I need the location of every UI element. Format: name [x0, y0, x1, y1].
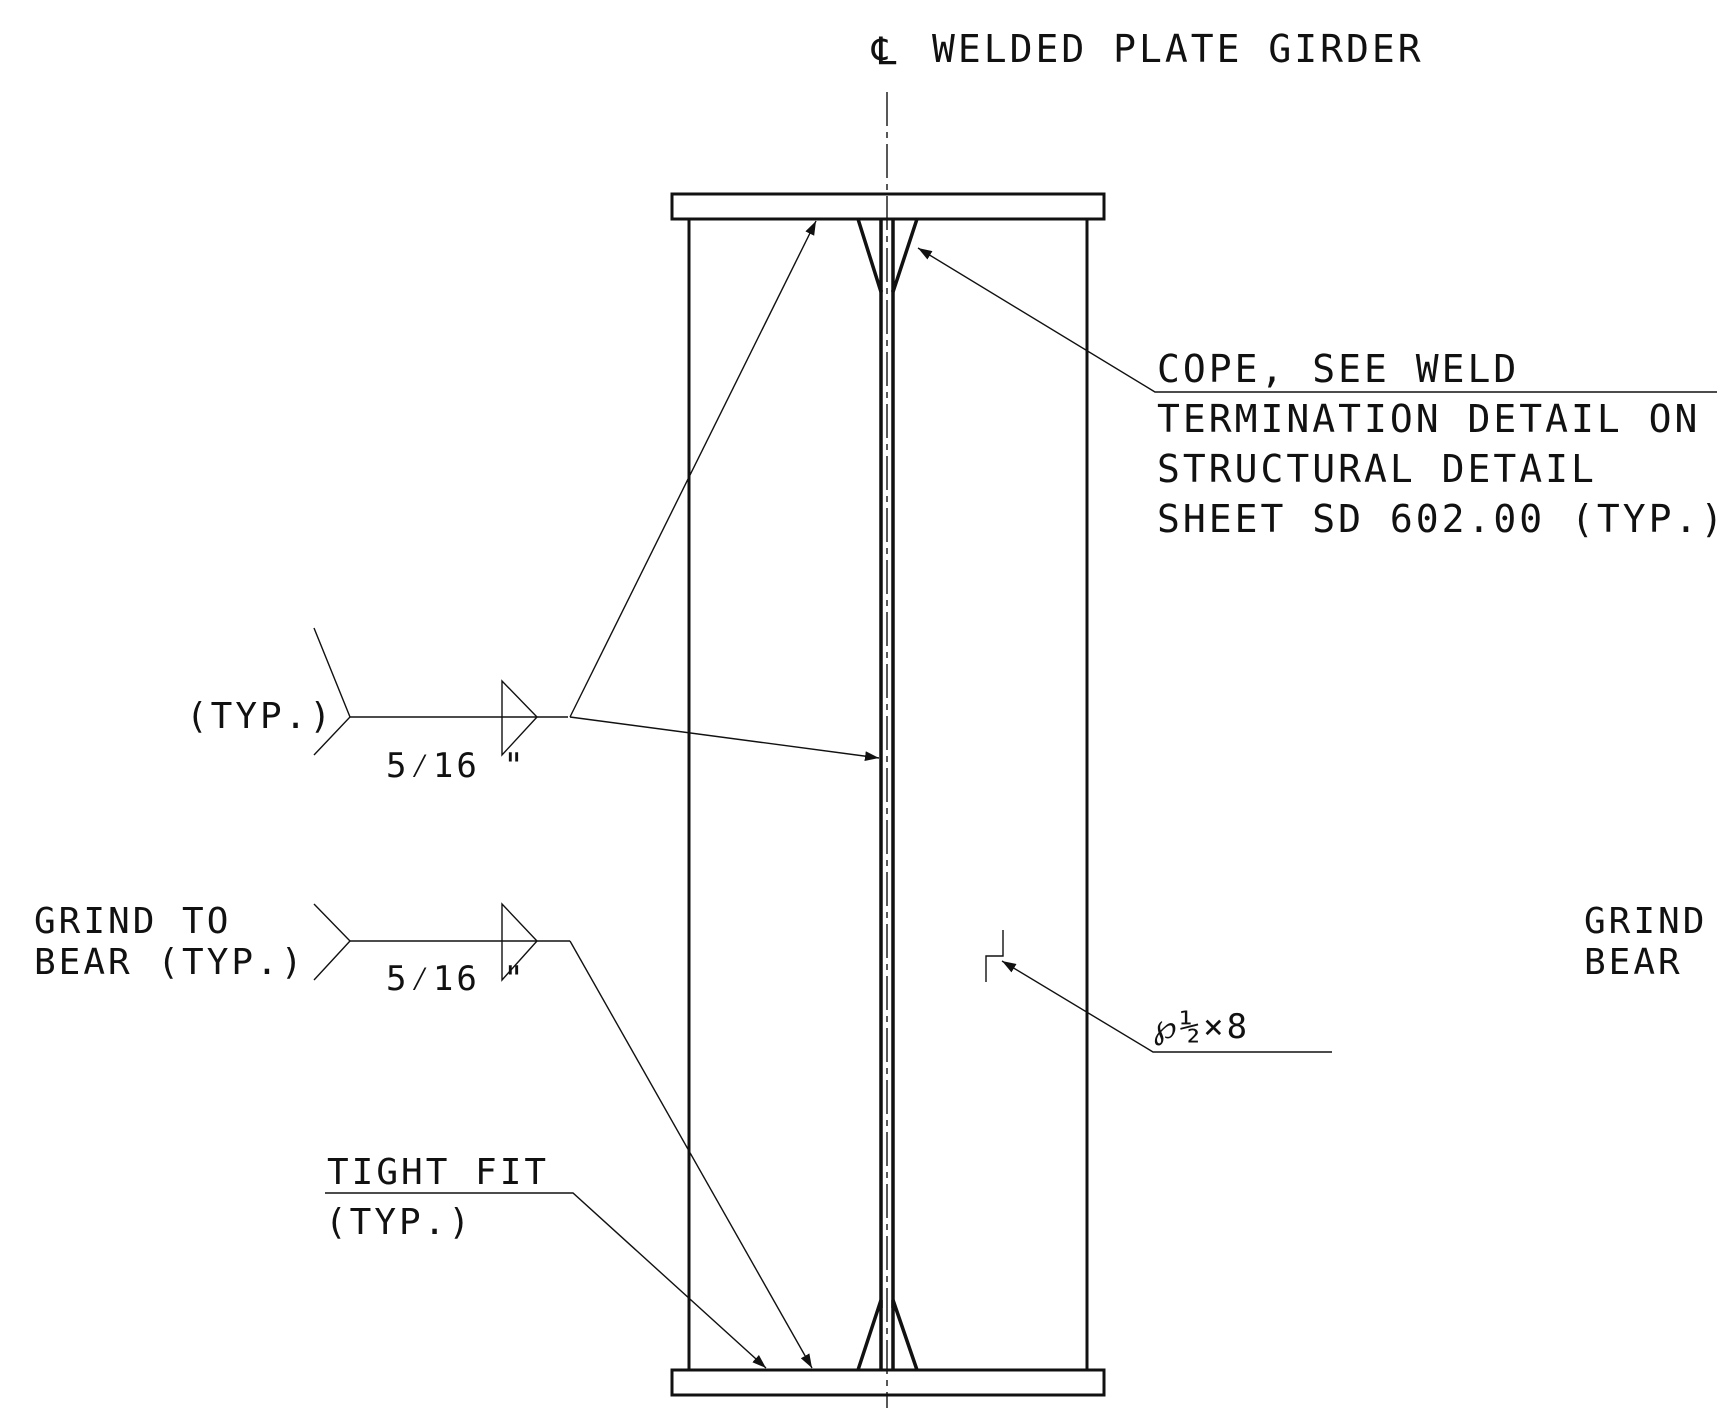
cope-leader — [917, 247, 1717, 393]
bottom-flange — [670, 1368, 1106, 1397]
lower-weld-tail — [313, 903, 351, 981]
bottom-weld-left — [856, 1299, 883, 1371]
bottom-weld-right — [891, 1299, 919, 1371]
plate-callout-leader — [1001, 960, 1332, 1053]
lower-weld-tail-note-line1: GRIND TO — [34, 901, 231, 942]
cope-note-line3: STRUCTURAL DETAIL — [1157, 447, 1597, 491]
plate-section-mark — [985, 930, 1004, 982]
tight-fit-leader — [325, 1192, 767, 1369]
right-cut-note-line2: BEAR — [1584, 942, 1683, 983]
tight-fit-note-line2: (TYP.) — [325, 1202, 473, 1243]
centerline-label: WELDED PLATE GIRDER — [932, 27, 1424, 71]
top-flange — [670, 192, 1106, 221]
upper-weld-leader-to-web — [569, 716, 880, 762]
tight-fit-note-line1: TIGHT FIT — [327, 1152, 549, 1193]
top-weld-left — [856, 218, 883, 293]
upper-weld-leader-to-flange — [569, 220, 817, 718]
cope-note-line1: COPE, SEE WELD — [1157, 347, 1519, 391]
top-weld-right — [891, 218, 919, 293]
cope-note-line2: TERMINATION DETAIL ON — [1157, 397, 1700, 441]
upper-fillet-weld-symbol — [501, 679, 538, 757]
lower-weld-leader — [569, 940, 813, 1369]
upper-weld-size: 5⁄16 " — [386, 746, 527, 786]
lower-weld-size: 5⁄16 " — [386, 959, 527, 999]
lower-fillet-weld-symbol — [501, 902, 538, 982]
lower-weld-tail-note-line2: BEAR (TYP.) — [34, 942, 305, 983]
upper-weld-tail-note: (TYP.) — [186, 696, 334, 737]
centerline-symbol: ℄ — [871, 29, 899, 73]
right-cut-note-line1: GRIND — [1584, 901, 1707, 942]
cope-note-line4: SHEET SD 602.00 (TYP.) — [1157, 497, 1726, 541]
plate-callout-label: ℘½×8 — [1153, 1007, 1250, 1047]
